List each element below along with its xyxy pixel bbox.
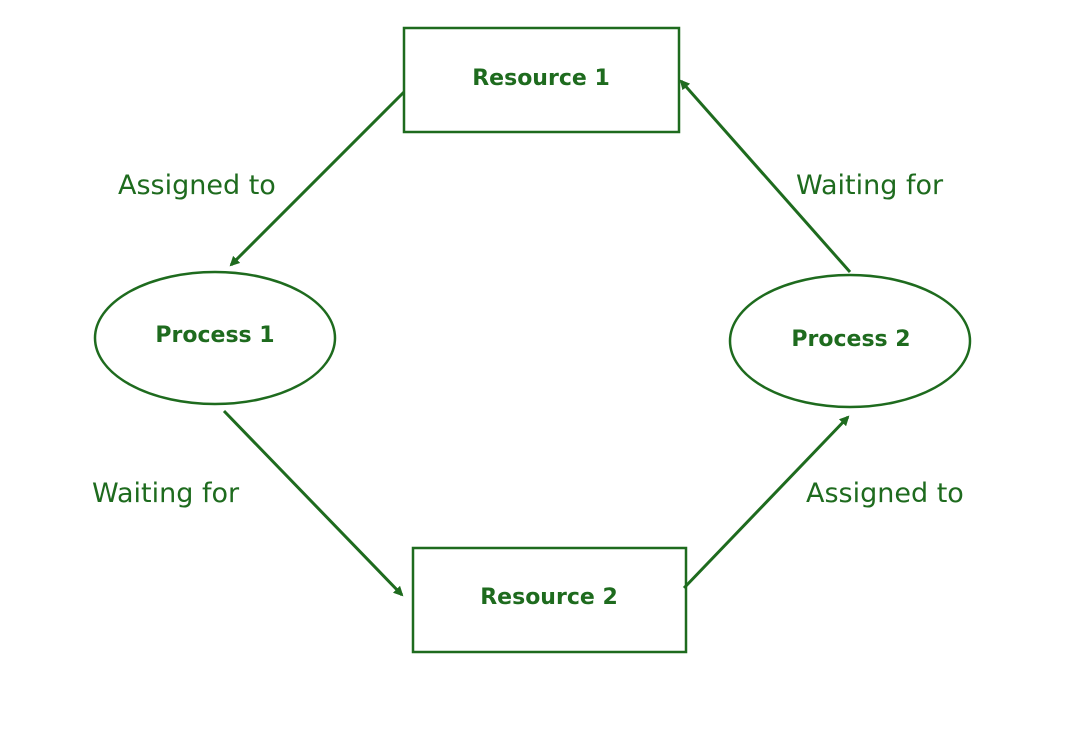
process-1-ellipse (93, 270, 337, 406)
edge-label-resource2-to-process2: Assigned to (806, 478, 964, 509)
arrow-process2-to-resource1 (679, 79, 852, 273)
edge-label-resource1-to-process1: Assigned to (118, 170, 276, 201)
process-1-label: Process 1 (155, 323, 274, 348)
resource-2-box (411, 546, 688, 654)
resource-2-label: Resource 2 (480, 585, 618, 610)
resource-2-node: Resource 2 (411, 546, 688, 654)
resource-1-node: Resource 1 (402, 26, 681, 134)
process-2-label: Process 2 (791, 327, 910, 352)
arrow-resource1-to-process1 (229, 90, 406, 267)
process-2-ellipse (728, 273, 972, 409)
process-1-node: Process 1 (93, 270, 337, 406)
arrow-process1-to-resource2 (222, 409, 404, 597)
resource-1-label: Resource 1 (472, 66, 610, 91)
edge-label-process2-to-resource1: Waiting for (796, 170, 944, 201)
resource-1-box (402, 26, 681, 134)
process-2-node: Process 2 (728, 273, 972, 409)
edge-label-process1-to-resource2: Waiting for (92, 478, 240, 509)
arrow-resource2-to-process2 (682, 415, 850, 590)
